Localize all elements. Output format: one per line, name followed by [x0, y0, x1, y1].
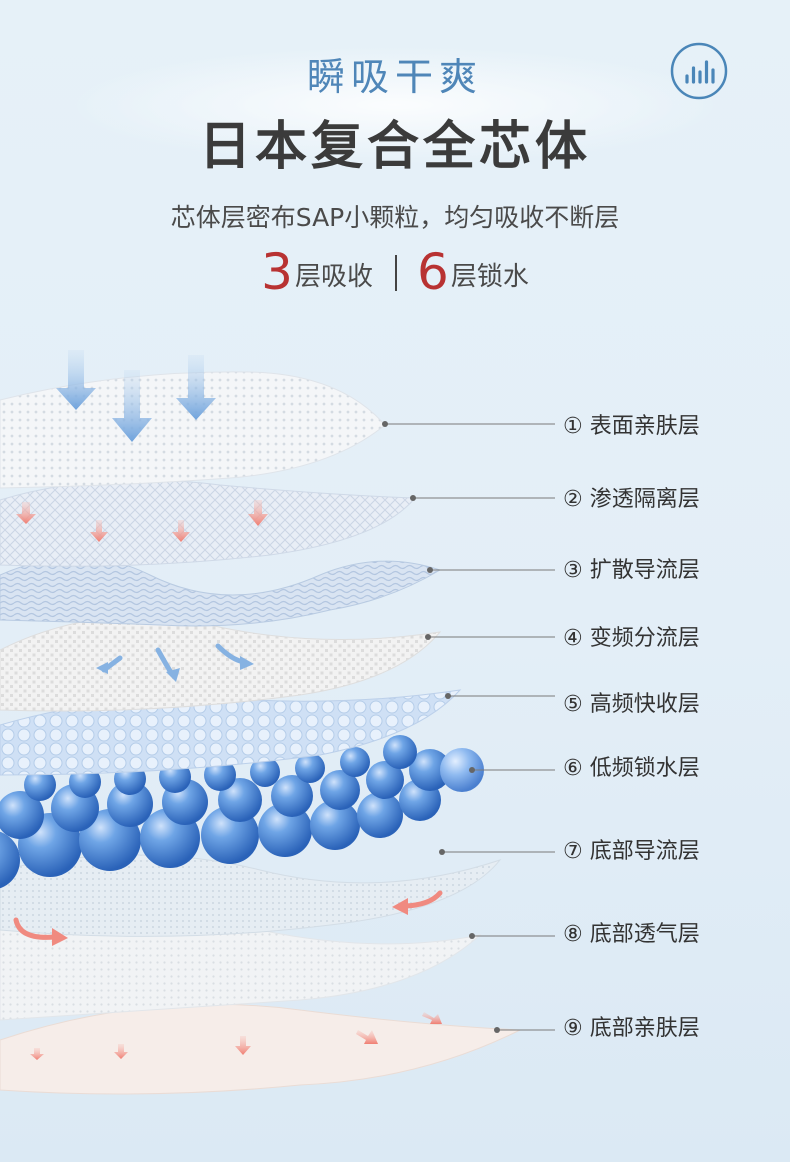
header-glow [60, 45, 730, 165]
stat-divider [395, 255, 397, 291]
stat-absorb-number: 3 [261, 243, 293, 301]
curved-red-arrows [13, 890, 443, 940]
bar-chart-icon [670, 42, 728, 100]
page-title: 日本复合全芯体 [198, 117, 591, 177]
stat-lock-unit: 层锁水 [450, 262, 529, 292]
layer-4-label: ④ 变频分流层 [563, 626, 700, 651]
layer-3-sheet [0, 557, 442, 627]
layer-2-label: ② 渗透隔离层 [563, 487, 700, 512]
layer-4-sheet [0, 616, 442, 712]
leader-dots [382, 421, 500, 1033]
stat-absorb-unit: 层吸收 [294, 262, 373, 292]
layer-5-label: ⑤ 高频快收层 [563, 692, 700, 717]
stat-lock-number: 6 [417, 243, 449, 301]
layer-7-label: ⑦ 底部导流层 [563, 839, 700, 864]
leader-lines [385, 423, 555, 1031]
layer-6-sap-balls [0, 735, 484, 889]
layer-9-sheet [0, 1003, 522, 1095]
subtitle: 瞬吸干爽 [306, 55, 483, 99]
layer-2-sheet [0, 479, 417, 567]
layer-9-label: ⑨ 底部亲肤层 [563, 1016, 700, 1041]
layer-1-label: ① 表面亲肤层 [563, 414, 700, 439]
stats-row: 3层吸收 6层锁水 [0, 242, 790, 307]
description: 芯体层密布SAP小颗粒，均匀吸收不断层 [170, 203, 620, 232]
layers-illustration [0, 350, 555, 1095]
red-arrows [16, 500, 442, 1060]
layer-6-label: ⑥ 低频锁水层 [563, 756, 700, 781]
layer-8-label: ⑧ 底部透气层 [563, 922, 700, 947]
layer-7-sheet [0, 854, 502, 937]
layer-3-label: ③ 扩散导流层 [563, 558, 700, 583]
inflow-arrows [56, 350, 216, 442]
